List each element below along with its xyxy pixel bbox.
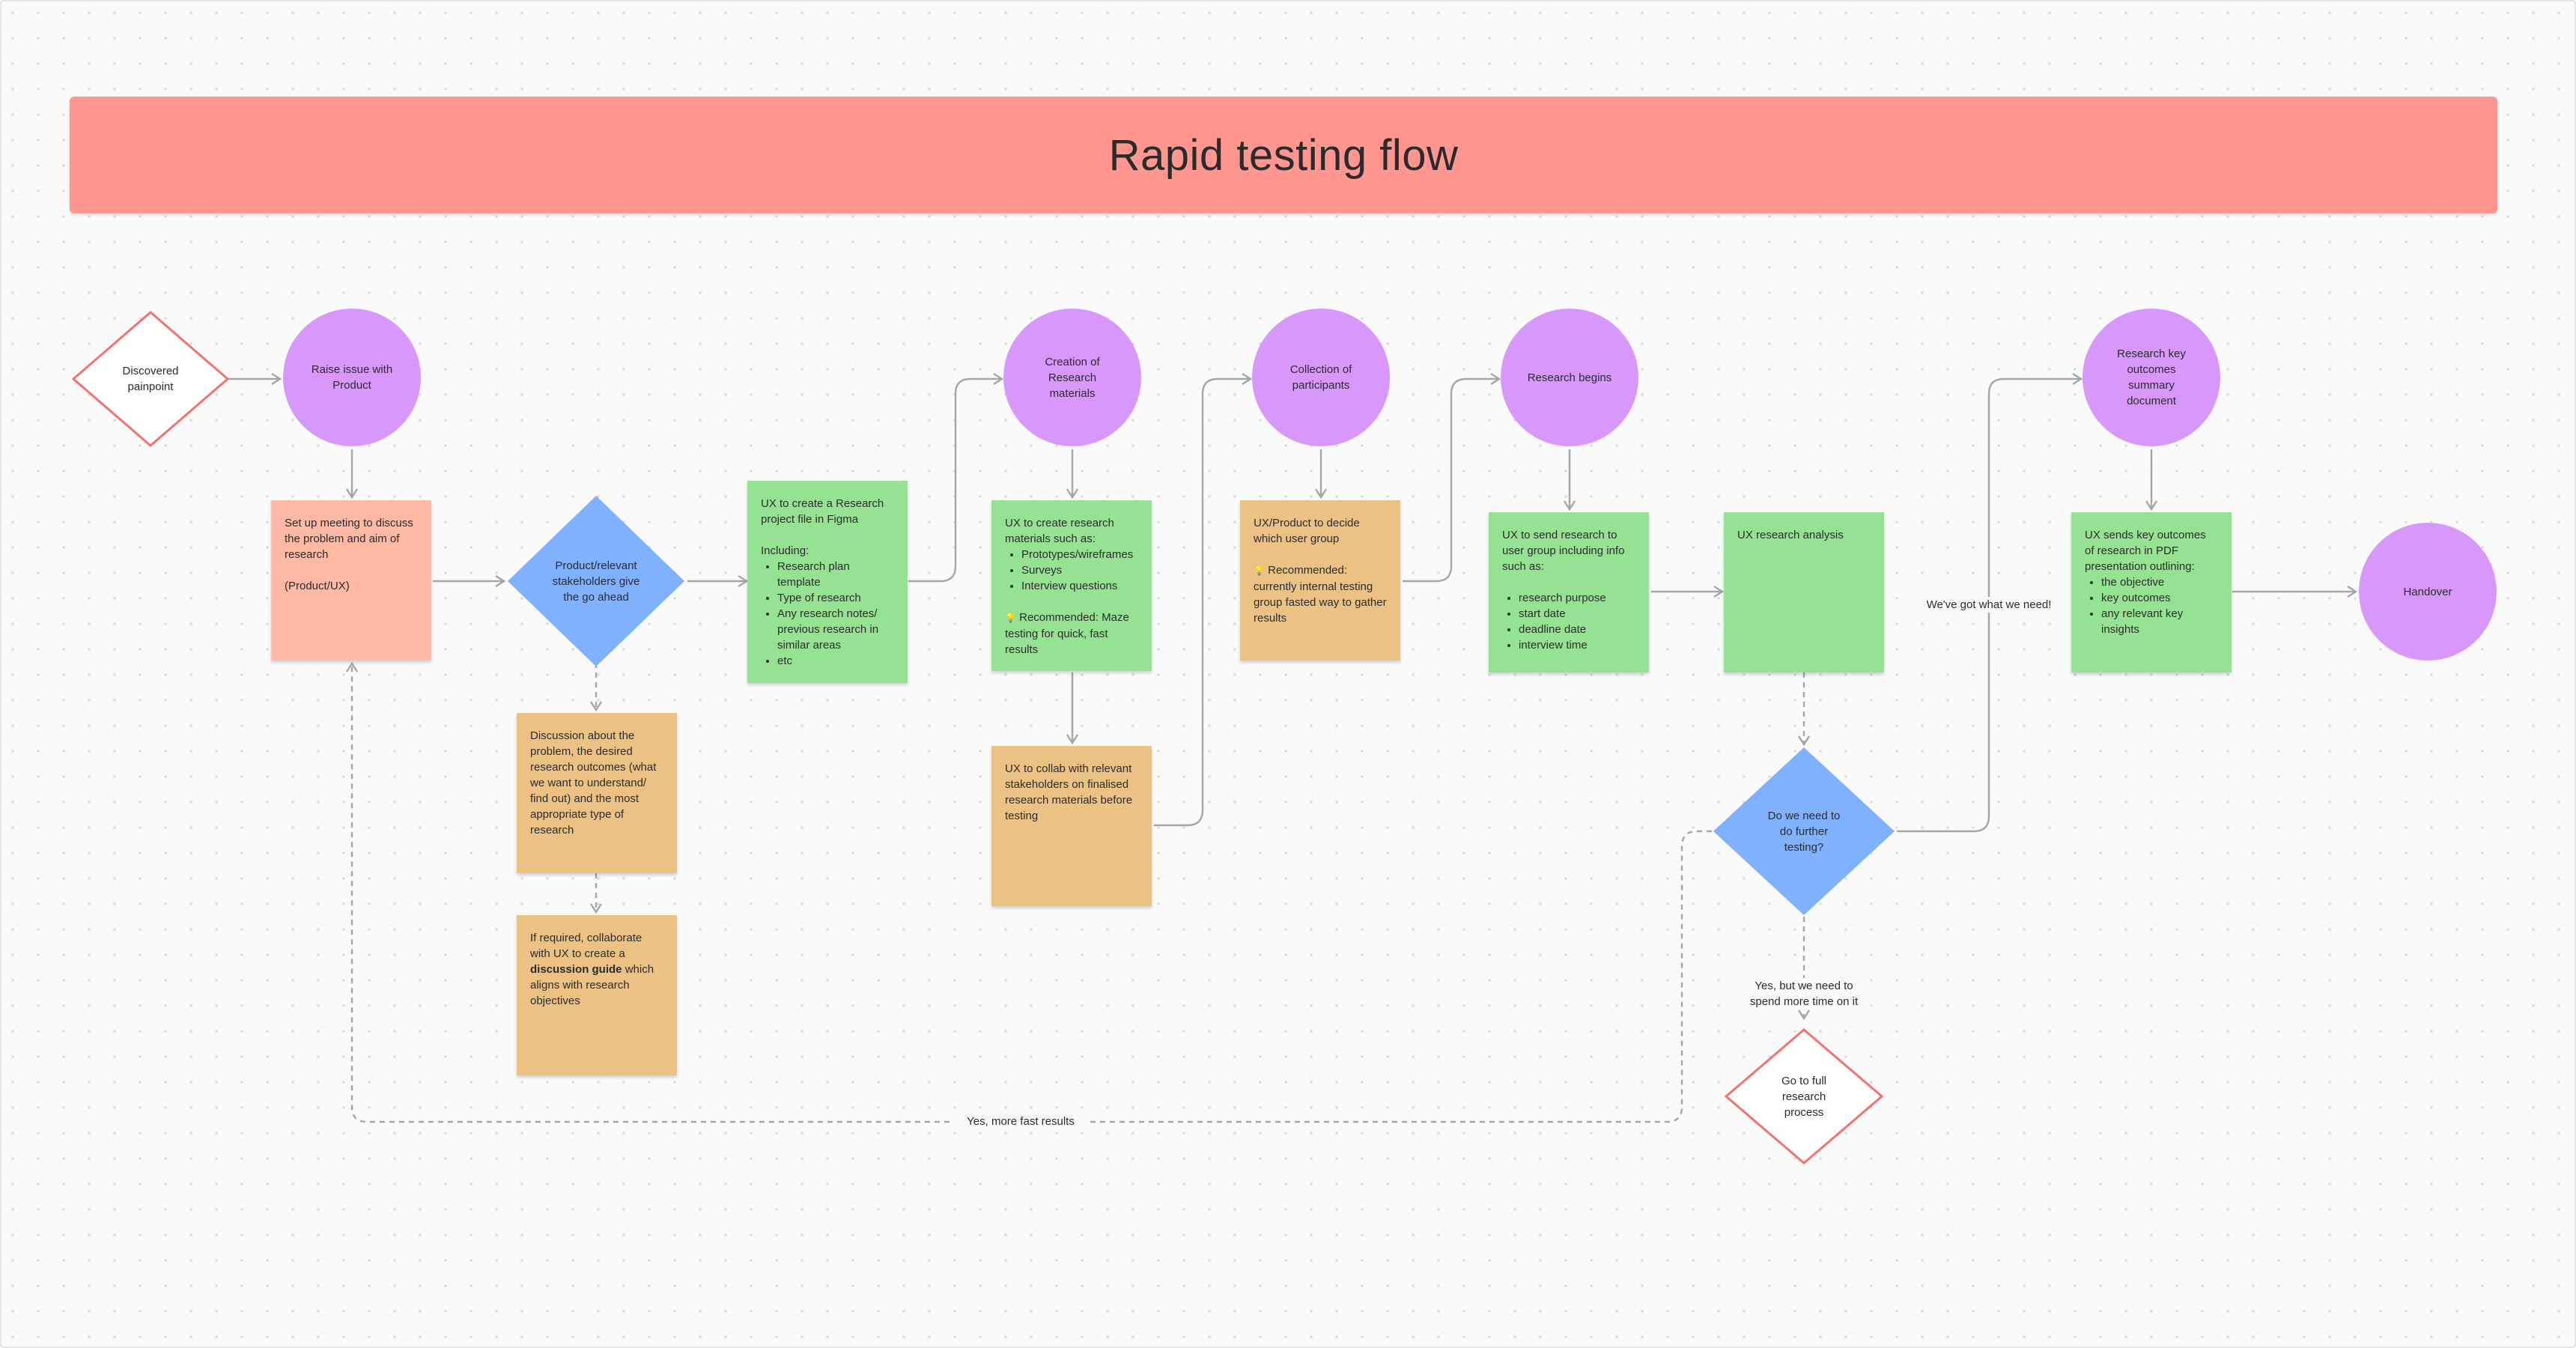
creation-materials-node[interactable]: Creation of Research materials (1003, 309, 1141, 446)
discussion-guide-text: If required, collaborate with UX to crea… (530, 932, 654, 1007)
collection-participants-node[interactable]: Collection of participants (1252, 309, 1390, 446)
research-file-lead: Including: (761, 544, 809, 557)
list-item: deadline date (1519, 622, 1635, 637)
decision-diamond-shape (508, 496, 684, 667)
research-file-list: Research plan template Type of research … (761, 559, 894, 669)
further-testing-decision-node[interactable]: Do we need to do further testing? (1712, 746, 1896, 917)
page-title: Rapid testing flow (1108, 130, 1459, 180)
handover-node[interactable]: Handover (2359, 523, 2497, 661)
research-materials-text: UX to create research materials such as: (1005, 517, 1114, 545)
discussion-note[interactable]: Discussion about the problem, the desire… (517, 713, 677, 873)
edge-collab-collection (1154, 372, 1253, 827)
discovered-painpoint-label: Discovered painpoint (122, 365, 179, 393)
research-begins-node[interactable]: Research begins (1501, 309, 1638, 446)
edge-label-got-what-we-need: We've got what we need! (1917, 597, 2061, 613)
list-item: research purpose (1519, 590, 1635, 606)
edge-decide-begins (1403, 372, 1501, 583)
list-item: Prototypes/wireframes (1021, 547, 1138, 562)
full-research-process-label: Go to full research process (1781, 1074, 1827, 1119)
setup-meeting-role: (Product/UX) (285, 580, 350, 592)
stakeholders-decision-node[interactable]: Product/relevant stakeholders give the g… (506, 494, 686, 668)
recommendation-text: Recommended: Maze testing for quick, fas… (1005, 611, 1129, 656)
edge-further-loop-back (345, 661, 1712, 1123)
list-item: Any research notes/ previous research in… (777, 606, 894, 653)
raise-issue-label: Raise issue with Product (311, 363, 393, 392)
setup-meeting-note[interactable]: Set up meeting to discuss the problem an… (271, 500, 431, 661)
research-begins-label: Research begins (1527, 371, 1612, 384)
discussion-guide-note[interactable]: If required, collaborate with UX to crea… (517, 915, 677, 1075)
research-materials-list: Prototypes/wireframes Surveys Interview … (1005, 547, 1138, 594)
lightbulb-icon: 💡 (1254, 565, 1265, 576)
terminal-diamond-outline (71, 311, 230, 447)
recommendation-text: Recommended: currently internal testing … (1254, 564, 1387, 625)
list-item: start date (1519, 606, 1635, 622)
discussion-text: Discussion about the problem, the desire… (530, 729, 657, 837)
decide-user-group-recommendation: 💡 Recommended: currently internal testin… (1254, 562, 1387, 626)
research-materials-recommendation: 💡 Recommended: Maze testing for quick, f… (1005, 610, 1138, 658)
edge-file-creation (908, 372, 1004, 583)
research-materials-note[interactable]: UX to create research materials such as:… (991, 500, 1152, 671)
send-outcomes-note[interactable]: UX sends key outcomes of research in PDF… (2071, 512, 2232, 673)
research-analysis-note[interactable]: UX research analysis (1724, 512, 1884, 673)
collab-note[interactable]: UX to collab with relevant stakeholders … (991, 746, 1152, 906)
discovered-painpoint-node[interactable]: Discovered painpoint (71, 310, 230, 448)
list-item: Type of research (777, 590, 894, 606)
list-item: the objective (2101, 574, 2218, 590)
setup-meeting-text: Set up meeting to discuss the problem an… (285, 517, 413, 561)
research-analysis-text: UX research analysis (1737, 529, 1844, 541)
send-research-text: UX to send research to user group includ… (1502, 529, 1625, 573)
list-item: interview time (1519, 637, 1635, 653)
list-item: Interview questions (1021, 578, 1138, 594)
stakeholders-decision-label: Product/relevant stakeholders give the g… (552, 559, 640, 604)
send-outcomes-text: UX sends key outcomes of research in PDF… (2085, 529, 2206, 573)
edge-label-more-time: Yes, but we need to spend more time on i… (1737, 978, 1871, 1010)
terminal-diamond-outline (1724, 1028, 1884, 1165)
research-file-text: UX to create a Research project file in … (761, 497, 884, 526)
decide-user-group-text: UX/Product to decide which user group (1254, 517, 1360, 545)
send-research-note[interactable]: UX to send research to user group includ… (1489, 512, 1649, 673)
key-outcomes-document-label: Research key outcomes summary document (2117, 347, 2186, 407)
decide-user-group-note[interactable]: UX/Product to decide which user group 💡 … (1240, 500, 1400, 661)
list-item: Research plan template (777, 559, 894, 590)
title-banner[interactable]: Rapid testing flow (70, 97, 2497, 213)
decision-diamond-shape (1713, 747, 1895, 915)
creation-materials-label: Creation of Research materials (1045, 355, 1100, 400)
further-testing-label: Do we need to do further testing? (1767, 809, 1841, 854)
research-file-note[interactable]: UX to create a Research project file in … (747, 481, 908, 683)
send-outcomes-list: the objective key outcomes any relevant … (2085, 574, 2218, 637)
collection-participants-label: Collection of participants (1289, 363, 1352, 392)
discussion-guide-bold: discussion guide (530, 963, 622, 976)
list-item: Surveys (1021, 562, 1138, 578)
key-outcomes-document-node[interactable]: Research key outcomes summary document (2083, 309, 2220, 446)
collab-text: UX to collab with relevant stakeholders … (1005, 762, 1133, 822)
list-item: key outcomes (2101, 590, 2218, 606)
handover-label: Handover (2403, 585, 2452, 598)
full-research-process-node[interactable]: Go to full research process (1724, 1027, 1884, 1165)
lightbulb-icon: 💡 (1005, 613, 1016, 623)
list-item: any relevant key insights (2101, 606, 2218, 637)
edge-label-more-fast-results: Yes, more fast results (953, 1114, 1089, 1129)
list-item: etc (777, 653, 894, 669)
raise-issue-node[interactable]: Raise issue with Product (283, 309, 421, 446)
send-research-list: research purpose start date deadline dat… (1502, 590, 1635, 653)
